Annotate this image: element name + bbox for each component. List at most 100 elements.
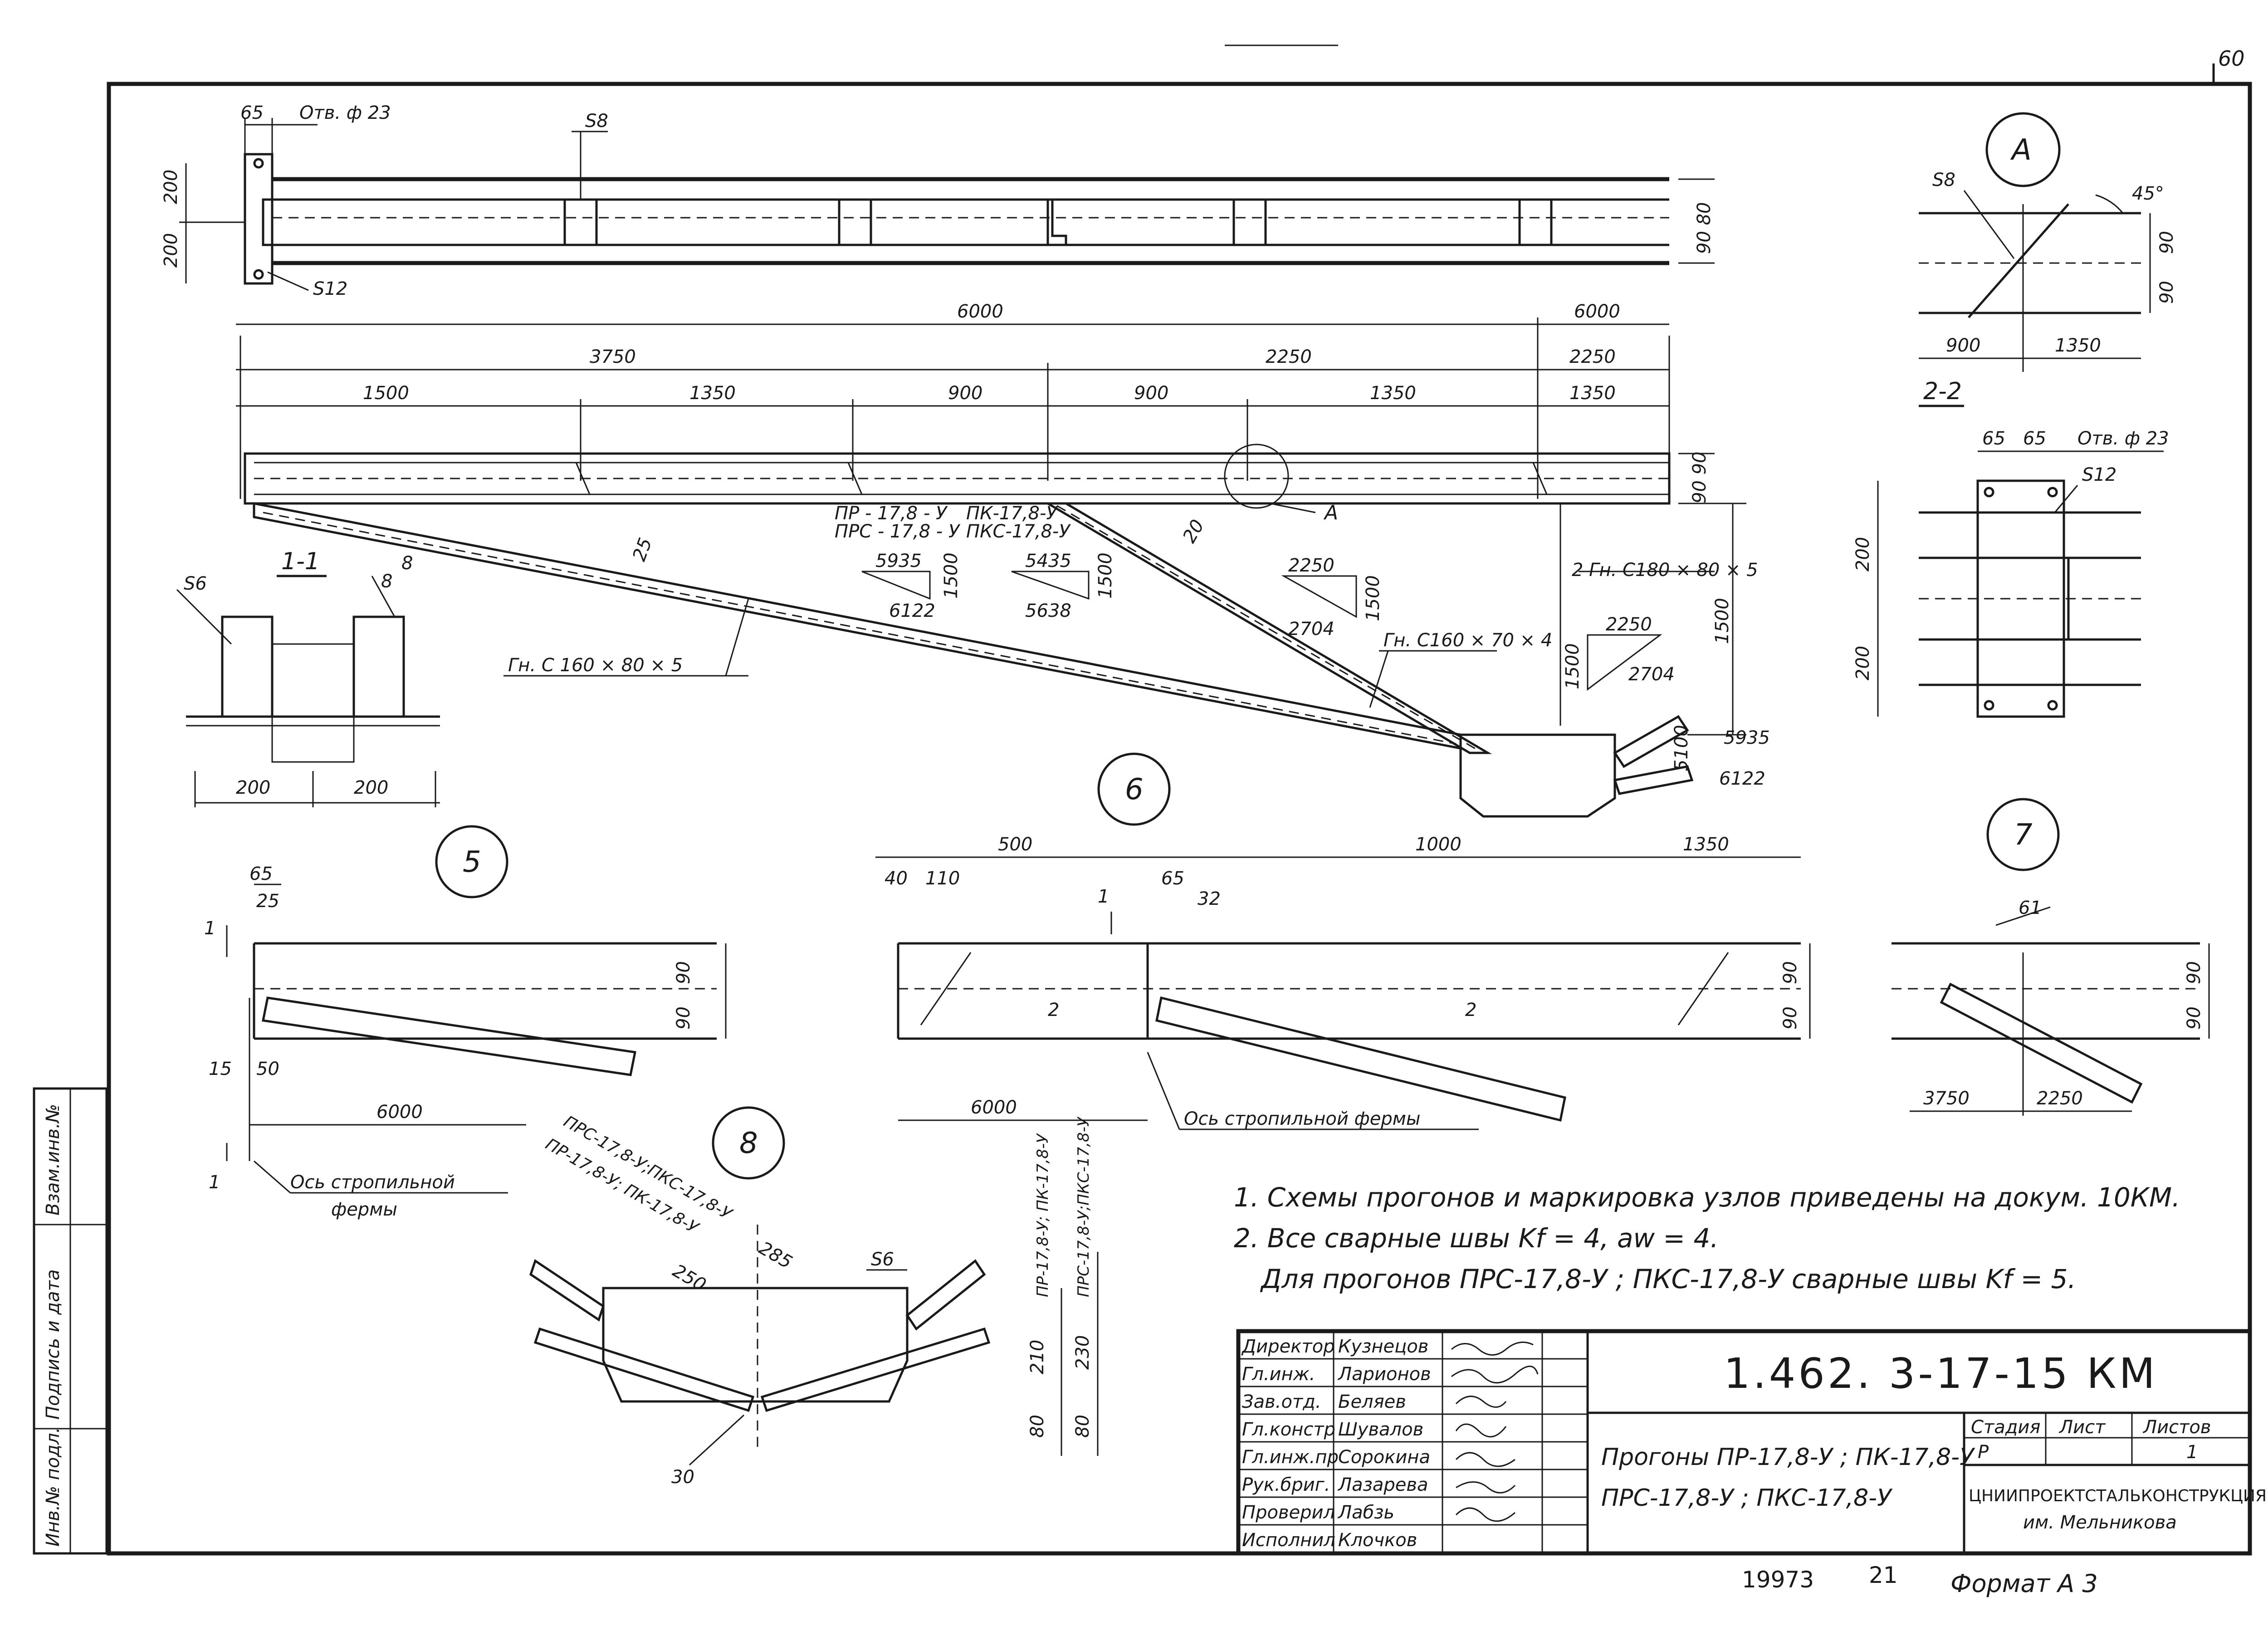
n5-dim-25: 25 [256, 891, 279, 912]
node-7-dimensions: 61 90 90 3750 2250 [1910, 898, 2210, 1112]
sig-role-6: Проверил [1242, 1502, 1335, 1523]
note-1: 1. Схемы прогонов и маркировка узлов при… [1234, 1182, 2180, 1213]
n8-dim-80a: 80 [1027, 1415, 1048, 1438]
detail-a-angle: 45° [2132, 183, 2164, 204]
sig-name-4: Сорокина [1338, 1447, 1430, 1468]
angle-6122: 6122 [889, 600, 935, 621]
n5-dim-50: 50 [256, 1059, 279, 1079]
sig-role-4: Гл.инж.пр [1242, 1447, 1339, 1468]
dim-9080-top: 90 80 [1694, 202, 1715, 254]
sig-role-3: Гл.констр [1242, 1419, 1335, 1440]
section-1-1-dimensions: S6 8 8 200 200 [184, 553, 440, 807]
n5-dim-15: 15 [209, 1059, 232, 1079]
node-6-dimensions: 500 1000 1350 40 110 65 32 1 2 2 90 90 6… [875, 834, 1811, 1130]
sec22-65a: 65 [1982, 428, 2005, 449]
n7-dim-90a: 90 [2184, 961, 2204, 984]
detail-a-90a: 90 [2156, 231, 2177, 254]
note-3: Для прогонов ПРС-17,8-У ; ПКС-17,8-У сва… [1260, 1264, 2076, 1294]
drawing-code: 1.462. 3-17-15 КМ [1724, 1349, 2158, 1398]
top-plan-dimensions: 65 Отв. ф 23 S8 S12 200 200 90 80 6000 6… [161, 103, 1715, 325]
dim-9090: 90 90 [1689, 451, 1710, 503]
sig-name-7: Клочков [1338, 1530, 1417, 1551]
n6-dim-32: 32 [1198, 888, 1221, 909]
n6-dim-6000: 6000 [971, 1097, 1017, 1118]
sec22-200a: 200 [1853, 537, 1873, 571]
n6-dim-1350: 1350 [1683, 834, 1729, 855]
dim-2250-a: 2250 [1266, 347, 1312, 367]
stage-header-2: Листов [2142, 1417, 2211, 1438]
n8-dim-30: 30 [671, 1467, 694, 1488]
n6-dim-1000: 1000 [1415, 834, 1461, 855]
sec22-label: 2-2 [1923, 378, 1962, 405]
sig-role-1: Гл.инж. [1242, 1364, 1315, 1385]
callout-5: 5 [463, 845, 481, 879]
node-7: 7 [1892, 798, 2200, 1116]
n5-axis2: фермы [331, 1199, 397, 1220]
n8-dim-210: 210 [1027, 1340, 1048, 1374]
detail-a-90b: 90 [2156, 281, 2177, 304]
detail-a-dimensions: S8 45° 90 90 900 1350 [1919, 170, 2177, 359]
dim-2250-b: 2250 [1569, 347, 1616, 367]
n6-dim-40: 40 [885, 868, 908, 889]
sig-name-5: Лазарева [1337, 1474, 1428, 1495]
dim-row-5: 1350 [1569, 383, 1616, 404]
n8-s6: S6 [871, 1249, 894, 1270]
node-5: 5 [249, 825, 717, 1161]
node-6: 6 [897, 752, 1801, 1122]
node-a-label: А [1323, 501, 1338, 524]
hole-label-top: Отв. ф 23 [299, 103, 391, 123]
n6-dim-500: 500 [998, 834, 1032, 855]
dim-3750: 3750 [590, 347, 636, 367]
s8-label-top: S8 [585, 111, 608, 132]
sec11-dim-8a: 8 [381, 571, 392, 592]
dim-6000-top-b: 6000 [1574, 301, 1620, 322]
angle-1500-b: 1500 [1095, 552, 1116, 599]
n6-dim-65: 65 [1161, 868, 1184, 889]
dim-row-0: 1500 [363, 383, 409, 404]
dim-row-1: 1350 [689, 383, 736, 404]
sec22-65b: 65 [2023, 428, 2046, 449]
top-plan-view [244, 153, 1669, 285]
node-8-dimensions: ПРС-17,8-У;ПКС-17,8-У ПР-17,8-У; ПК-17,8… [543, 1112, 1099, 1488]
title-line-1: Прогоны ПР-17,8-У ; ПК-17,8-У [1601, 1444, 1975, 1471]
sec11-label: 1-1 [281, 548, 320, 575]
node-8: 8 [529, 1106, 991, 1451]
side-stamp-sign: Подпись и дата [43, 1269, 64, 1420]
stage-header-1: Лист [2058, 1417, 2106, 1438]
signature-list: Директор Кузнецов Гл.инж. Ларионов Зав.о… [1241, 1336, 1431, 1551]
n5-cut2: 1 [209, 1172, 220, 1193]
slope-5100: 5100 [1671, 725, 1692, 771]
n7-dim-90b: 90 [2184, 1006, 2204, 1030]
n8-mark-right2: ПРС-17,8-У;ПКС-17,8-У [1075, 1116, 1093, 1297]
sec11-dim-8b: 8 [401, 553, 413, 574]
inventory-number: 19973 [1742, 1567, 1814, 1593]
brace2-label: Гн. С160 × 70 × 4 [1383, 630, 1552, 651]
sig-name-0: Кузнецов [1338, 1336, 1428, 1357]
notes-block: 1. Схемы прогонов и маркировка узлов при… [1234, 1182, 2180, 1294]
dim-row-4: 1350 [1370, 383, 1416, 404]
n6-dim-110: 110 [925, 868, 960, 889]
dim-row-2: 900 [948, 383, 982, 404]
tri-2250: 2250 [1606, 614, 1652, 635]
sec22-200b: 200 [1853, 646, 1873, 680]
n6-cut2b: 2 [1465, 1000, 1476, 1020]
n5-dim-90b: 90 [673, 1006, 694, 1030]
n8-dim-230: 230 [1072, 1335, 1093, 1370]
sec22-s12: S12 [2082, 464, 2116, 485]
sec22-hole: Отв. ф 23 [2077, 428, 2169, 449]
angle-1500-c: 1500 [1363, 575, 1383, 621]
side-stamp: Инв.№ подл. Подпись и дата Взам.инв.№ [33, 1087, 108, 1555]
note-2: 2. Все сварные швы Kf = 4, aw = 4. [1234, 1223, 1719, 1254]
elevation-dimension-lines: 3750 2250 2250 1500 1350 900 900 1350 13… [236, 317, 1670, 499]
callout-6: 6 [1125, 773, 1144, 806]
n5-axis1: Ось стропильной [290, 1172, 455, 1193]
stage-header-0: Стадия [1971, 1417, 2040, 1438]
mark-pks: ПКС-17,8-У [966, 521, 1071, 542]
section-2-2: 2-2 [1919, 378, 2141, 718]
detail-a-1350: 1350 [2055, 335, 2101, 356]
sig-role-7: Исполнил [1242, 1530, 1335, 1551]
angle-2250: 2250 [1288, 555, 1334, 576]
sig-name-6: Лабзь [1337, 1502, 1394, 1523]
title-block [1236, 1329, 2252, 1556]
